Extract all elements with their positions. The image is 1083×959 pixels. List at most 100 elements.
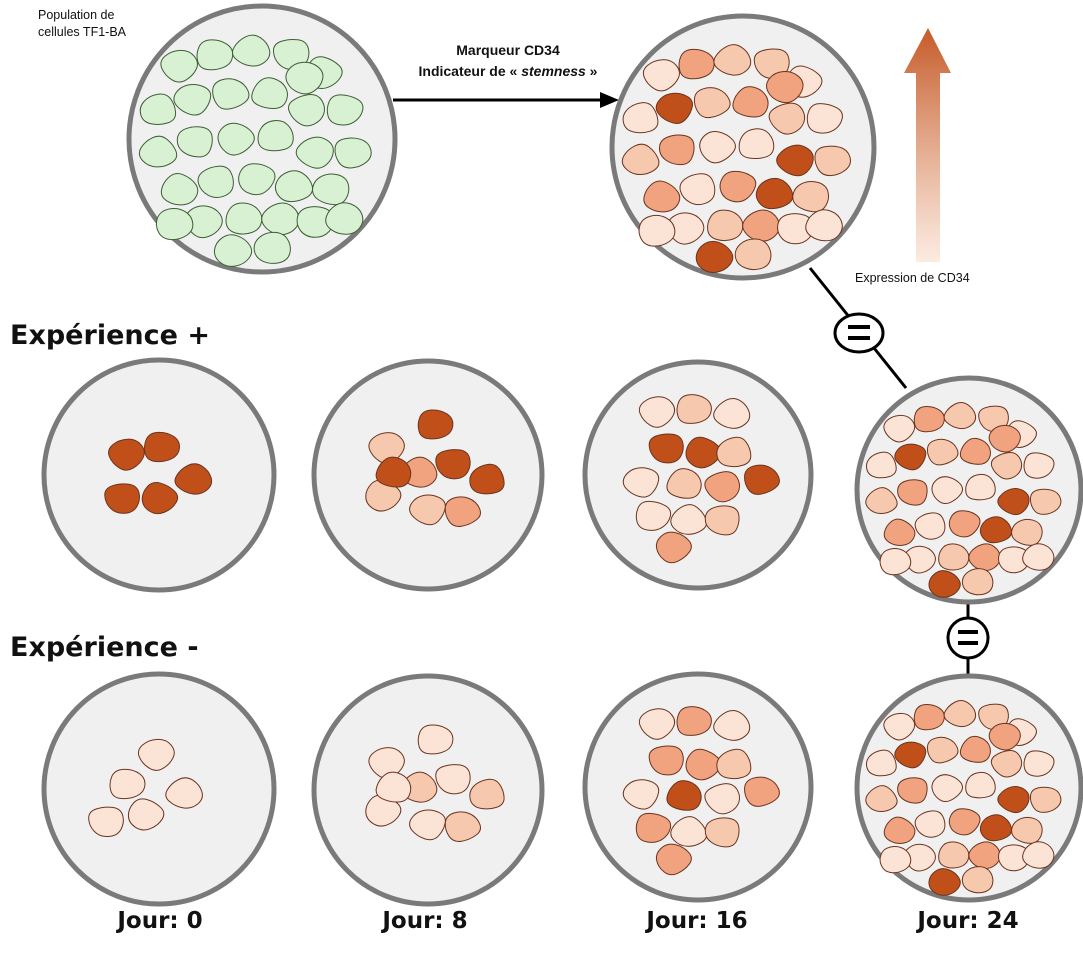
marker-label-line1: Marqueur CD34 [456,42,560,58]
cell [217,122,255,156]
cell [365,794,402,827]
cell [792,180,830,213]
cell [713,709,751,741]
cell [139,93,177,126]
cell [742,209,780,242]
cell [943,700,977,728]
cell [375,771,412,803]
cell [643,180,681,213]
cell [914,512,946,540]
cell [997,487,1030,516]
cell [806,103,843,134]
cell [469,463,505,495]
cell [676,394,712,424]
cell [251,77,288,110]
cell [883,414,916,443]
dish-plus-day8 [311,358,545,592]
day-label-8: Jour: 8 [382,908,468,934]
cell [257,120,294,152]
cell [931,476,963,505]
cell [744,464,780,495]
cell [883,518,916,546]
cell [990,452,1023,480]
cell [334,137,372,169]
cell [667,212,705,245]
dish-plus-day0-plate [41,357,277,593]
cell [670,504,708,535]
cell [231,34,271,67]
cell [865,451,897,479]
cell [938,543,970,571]
cell [137,738,175,771]
cell [160,49,198,83]
cell [959,437,991,465]
dish-minus-day8 [311,673,545,907]
cell [375,456,412,488]
cell [138,135,178,168]
cell [879,845,912,874]
cell [655,843,692,876]
cell [638,396,676,428]
cell [642,59,680,92]
cell [979,516,1013,544]
cell [409,494,446,526]
expression-label: Expression de CD34 [855,271,970,285]
cell [768,102,806,135]
cell [904,545,936,574]
equals-badge-lower [946,616,990,660]
cell [185,205,223,239]
cell [766,70,804,104]
cell [965,473,996,501]
cell [670,816,708,847]
day-label-16: Jour: 16 [646,908,748,934]
cell [968,841,1001,869]
cell [213,234,253,267]
population-label-line2: cellules TF1-BA [38,25,126,39]
cell [638,708,676,740]
dish-reference-green [126,3,398,275]
cell [409,809,446,841]
dish-plus-day0 [41,357,277,593]
cd34-gradient-arrow [904,28,951,262]
cell [108,438,145,471]
section-title-plus: Expérience + [10,320,210,351]
cell [693,87,731,119]
cell [622,779,660,810]
cell [707,209,744,242]
cell [928,868,961,896]
cell [913,703,945,731]
cell [928,570,961,598]
cell [160,173,199,206]
cell [744,776,780,807]
cell [621,143,660,176]
cell [165,777,203,809]
cell [1029,786,1062,813]
cell [704,505,740,536]
cell [238,163,276,196]
cell [325,202,364,235]
cell [285,61,324,95]
cell [894,443,927,471]
cell [926,736,959,764]
cell [716,436,752,468]
day-label-0: Jour: 0 [117,908,203,934]
cell [141,482,179,515]
equals-badge-upper [833,312,885,354]
cell [776,144,814,177]
cell [365,479,402,512]
cell [699,130,736,164]
cell [1023,750,1055,777]
cell [943,402,977,430]
cell [655,92,693,124]
cell [253,231,291,264]
cell [865,785,898,813]
cell [732,86,769,118]
cell [814,145,851,177]
cell [713,44,752,76]
cell [295,136,334,169]
cell [444,811,481,842]
cell [288,93,325,127]
marker-arrow [393,92,619,108]
dish-plus-day24 [854,375,1083,605]
cell [961,568,994,596]
